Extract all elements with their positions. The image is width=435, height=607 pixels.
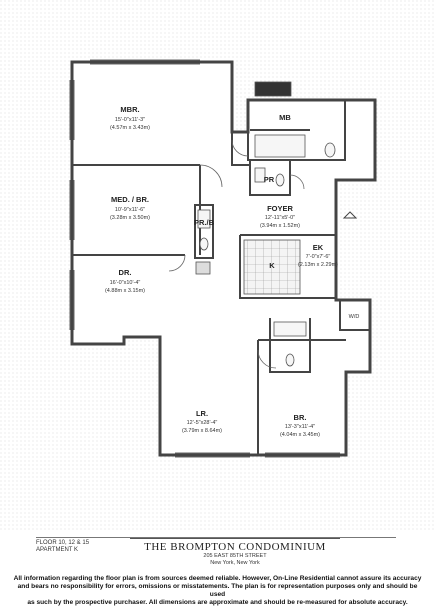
svg-text:FOYER: FOYER (267, 204, 293, 213)
svg-text:12'-5"x28'-4": 12'-5"x28'-4" (187, 420, 218, 426)
svg-text:MB: MB (279, 113, 291, 122)
disclaimer-line-2: and bears no responsibility for errors, … (17, 583, 418, 598)
svg-text:W/D: W/D (349, 314, 360, 320)
svg-text:(3.94m x 1.52m): (3.94m x 1.52m) (260, 223, 300, 229)
building-street: 205 EAST 85TH STREET (203, 553, 267, 559)
building-city: New York, New York (210, 560, 260, 566)
svg-text:EK: EK (313, 243, 324, 252)
svg-text:15'-0"x11'-3": 15'-0"x11'-3" (115, 117, 145, 123)
svg-text:7'-0"x7'-6": 7'-0"x7'-6" (306, 254, 331, 260)
building-name: THE BROMPTON CONDOMINIUM (130, 538, 340, 553)
room-label-wd: W/D (349, 314, 360, 320)
svg-text:PR./B: PR./B (194, 218, 215, 227)
room-label-k: K (269, 261, 275, 270)
disclaimer-line-1: All information regarding the floor plan… (13, 575, 422, 582)
svg-text:10'-9"x11'-6": 10'-9"x11'-6" (115, 207, 145, 213)
footer-unit-info: FLOOR 10, 12 & 15 APARTMENT K (36, 540, 89, 554)
door-swings (168, 139, 305, 369)
svg-text:16'-0"x10'-4": 16'-0"x10'-4" (110, 280, 141, 286)
svg-text:K: K (269, 261, 275, 270)
room-label-ek: EK 7'-0"x7'-6" (2.13m x 2.29m) (298, 243, 338, 268)
svg-text:MED. / BR.: MED. / BR. (111, 195, 149, 204)
windows (69, 59, 340, 458)
room-label-lr: LR. 12'-5"x28'-4" (3.79m x 8.64m) (182, 409, 222, 434)
svg-text:12'-11"x5'-0": 12'-11"x5'-0" (265, 215, 295, 221)
footer-rule (36, 537, 396, 538)
svg-text:BR.: BR. (294, 413, 307, 422)
room-label-mbr: MBR. 15'-0"x11'-3" (4.57m x 3.43m) (110, 105, 150, 131)
footer-apartment: APARTMENT K (36, 547, 79, 553)
room-label-br: BR. 13'-3"x11'-4" (4.04m x 3.45m) (280, 413, 320, 438)
room-label-pr-b: PR./B (194, 218, 215, 227)
svg-text:MBR.: MBR. (120, 105, 139, 114)
room-label-med-br: MED. / BR. 10'-9"x11'-6" (3.28m x 3.50m) (110, 195, 150, 221)
svg-text:PR: PR (264, 175, 275, 184)
svg-text:(4.88m x 3.15m): (4.88m x 3.15m) (105, 288, 145, 294)
room-label-pr: PR (264, 175, 275, 184)
room-label-foyer: FOYER 12'-11"x5'-0" (3.94m x 1.52m) (260, 204, 300, 229)
room-label-mb: MB (279, 113, 291, 122)
svg-text:(2.13m x 2.29m): (2.13m x 2.29m) (298, 262, 338, 268)
disclaimer-line-3: as such by the prospective purchaser. Al… (27, 599, 408, 606)
svg-text:(4.04m x 3.45m): (4.04m x 3.45m) (280, 432, 320, 438)
entry-arrow-icon (342, 211, 358, 219)
kitchen-tiles (243, 239, 301, 295)
room-label-dr: DR. 16'-0"x10'-4" (4.88m x 3.15m) (105, 268, 145, 294)
column (195, 261, 211, 275)
disclaimer-text: All information regarding the floor plan… (10, 575, 425, 607)
svg-text:LR.: LR. (196, 409, 208, 418)
svg-text:DR.: DR. (119, 268, 132, 277)
building-address: 205 EAST 85TH STREET New York, New York (130, 553, 340, 567)
svg-text:13'-3"x11'-4": 13'-3"x11'-4" (285, 424, 315, 430)
svg-text:(3.79m x 8.64m): (3.79m x 8.64m) (182, 428, 222, 434)
svg-text:(4.57m x 3.43m): (4.57m x 3.43m) (110, 125, 150, 131)
footer-floors: FLOOR 10, 12 & 15 (36, 540, 90, 546)
bath-fixtures (197, 81, 336, 367)
svg-text:(3.28m x 3.50m): (3.28m x 3.50m) (110, 215, 150, 221)
